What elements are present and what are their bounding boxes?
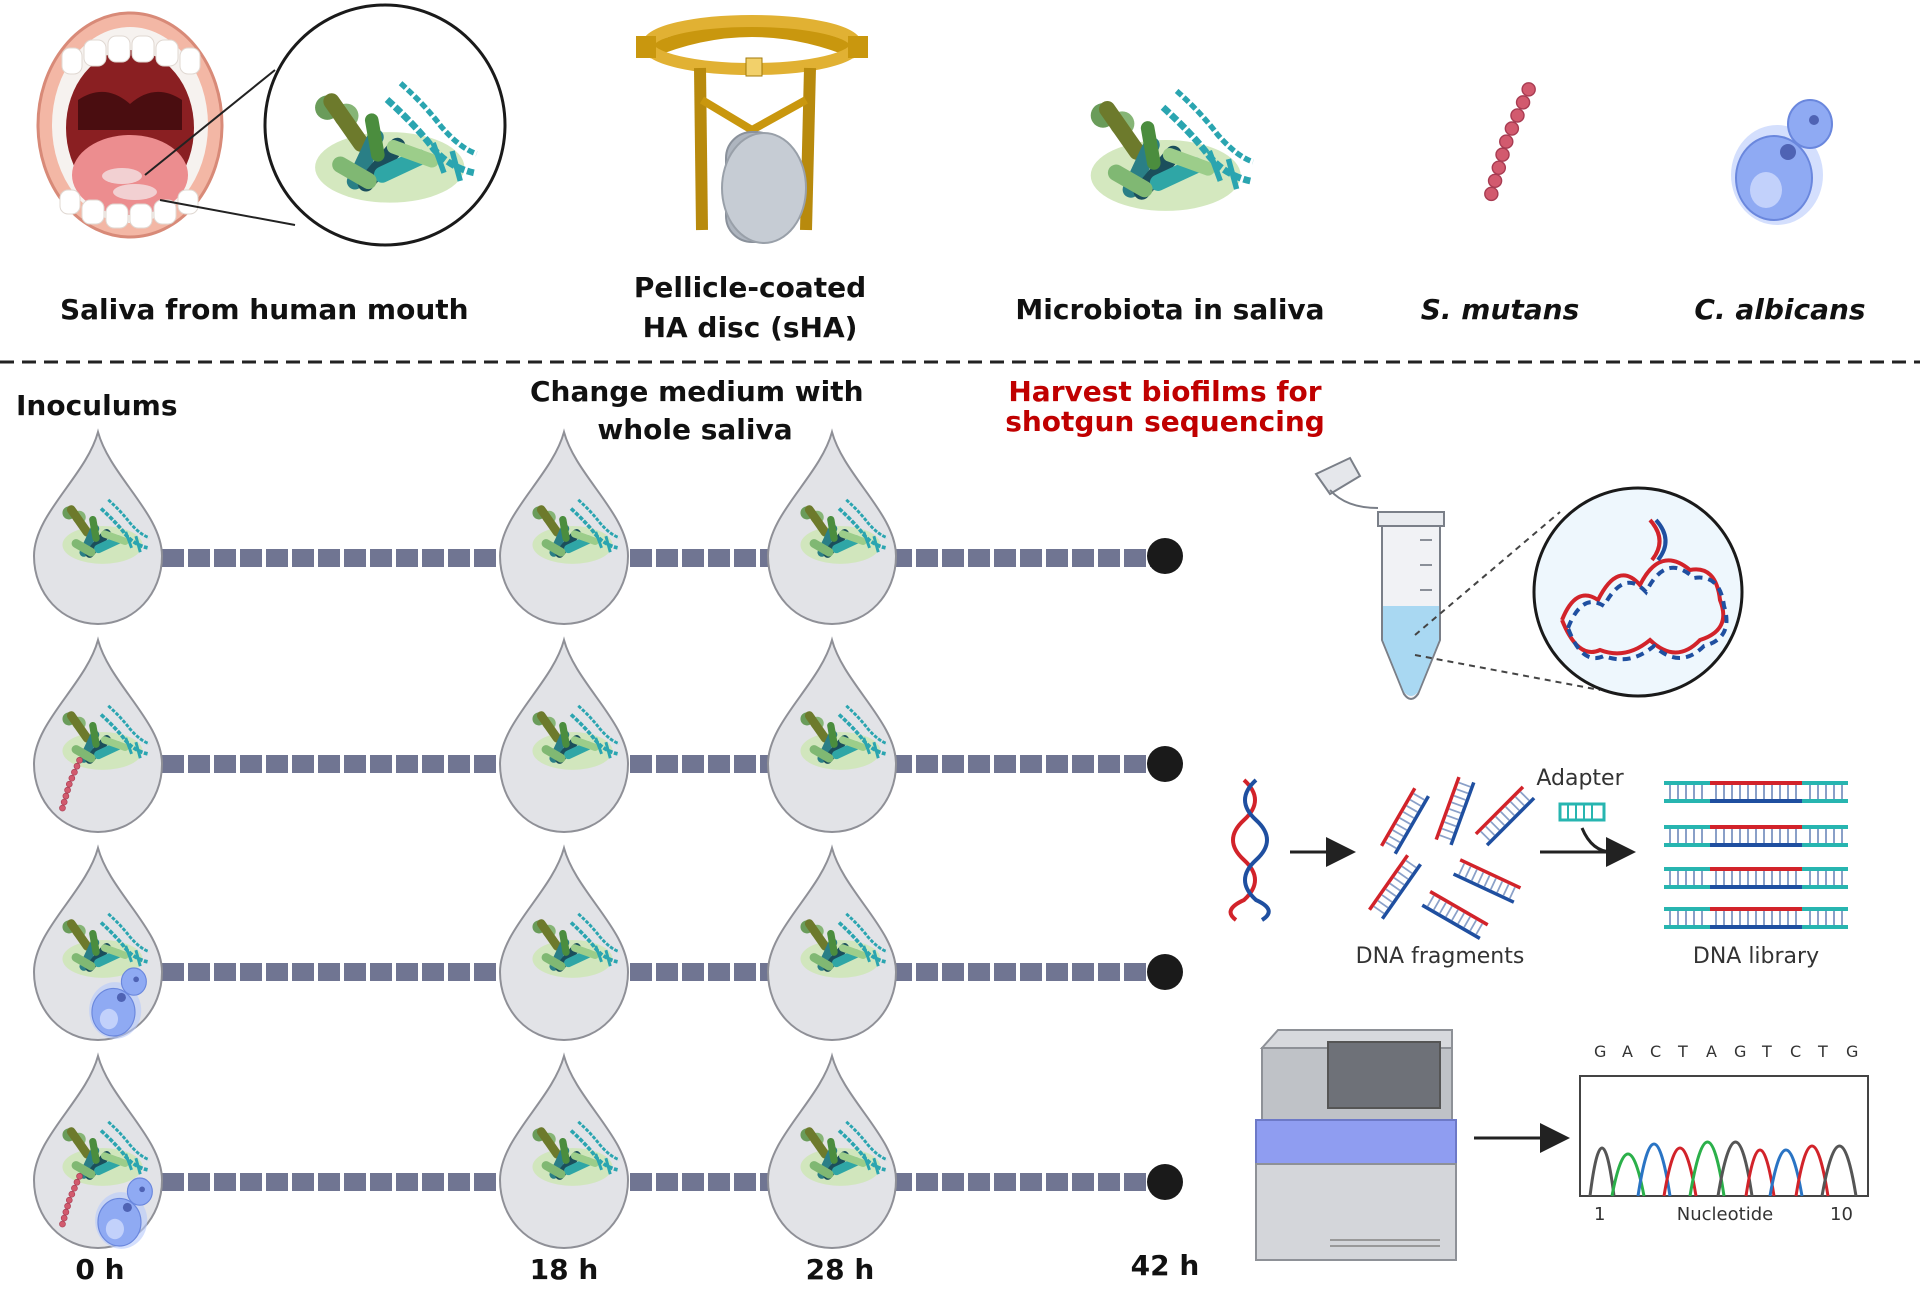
label-harvest-line2: shotgun sequencing [1005,405,1325,438]
label-c-albicans: C. albicans [1694,293,1866,326]
label-harvest-line1: Harvest biofilms for [1008,375,1322,408]
axis-label-nucleotide: Nucleotide [1676,1204,1774,1225]
dna-library-icon [1664,781,1848,929]
seq-letter: G [1846,1042,1859,1061]
seq-letter: T [1762,1042,1772,1061]
timeline-row-2 [33,639,1183,833]
magnifier-icon [144,3,507,247]
sequencer-icon [1255,1029,1457,1261]
tube-icon [1314,456,1445,700]
label-saliva: Saliva from human mouth [60,293,469,326]
axis-end-label: 10 [1830,1204,1853,1225]
time-label-0h: 0 h [75,1253,125,1286]
dna-helix-icon [1228,778,1271,922]
dna-circle-icon [1414,486,1744,698]
label-microbiota: Microbiota in saliva [1015,293,1325,326]
label-disc-line1: Pellicle-coated [633,271,867,304]
timeline-row-1 [33,431,1183,625]
dna-fragments-icon [1367,775,1536,941]
c-albicans-icon [1730,99,1833,226]
sequence-letters: G A C T A G T C T G [1594,1042,1864,1066]
disc-holder-icon [636,15,868,244]
seq-letter: A [1706,1042,1717,1061]
seq-letter: G [1734,1042,1747,1061]
adapter-icon [1558,802,1613,854]
chromatogram-icon [1579,1075,1869,1197]
mouth-icon [36,11,224,239]
time-label-42h: 42 h [1130,1249,1200,1282]
seq-letter: C [1650,1042,1662,1061]
microbiota-icon [1091,91,1253,211]
timeline-row-3 [33,847,1183,1041]
label-dna-library: DNA library [1692,944,1820,969]
seq-letter: C [1790,1042,1802,1061]
label-change-medium-line2: whole saliva [597,413,793,446]
s-mutans-icon [1483,81,1537,202]
seq-letter: A [1622,1042,1633,1061]
label-inoculums: Inoculums [16,389,178,422]
label-change-medium-line1: Change medium with [530,375,864,408]
timeline-row-4 [33,1055,1183,1250]
label-adapter: Adapter [1536,766,1624,791]
axis-start-label: 1 [1594,1204,1606,1225]
seq-letter: T [1818,1042,1828,1061]
label-disc-line2: HA disc (sHA) [642,311,858,344]
label-dna-fragments: DNA fragments [1355,944,1525,969]
time-label-18h: 18 h [529,1253,599,1286]
seq-letter: T [1678,1042,1688,1061]
seq-letter: G [1594,1042,1607,1061]
label-s-mutans: S. mutans [1420,293,1580,326]
time-label-28h: 28 h [805,1253,875,1286]
